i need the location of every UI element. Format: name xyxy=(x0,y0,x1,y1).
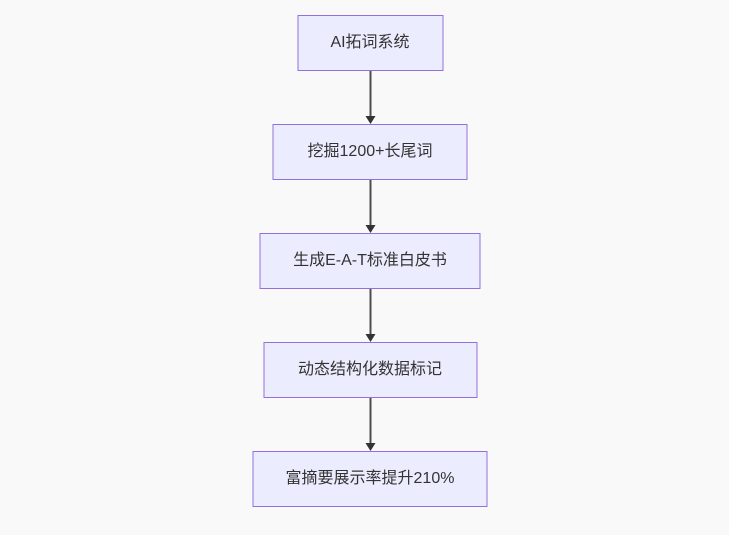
flow-node-rich-snippet-rate-increase: 富摘要展示率提升210% xyxy=(252,451,488,507)
node-label: 富摘要展示率提升210% xyxy=(285,470,455,487)
node-label: 生成E-A-T标准白皮书 xyxy=(293,252,447,269)
edge-line xyxy=(369,180,371,228)
flow-edge-3 xyxy=(363,289,377,342)
arrowhead-down-icon xyxy=(365,225,375,233)
flow-column: AI拓词系统 挖掘1200+长尾词 生成E-A-T标准白皮书 动态结构化数据标记 xyxy=(252,15,488,507)
edge-line xyxy=(369,398,371,446)
flow-edge-2 xyxy=(363,180,377,233)
node-label: AI拓词系统 xyxy=(330,34,410,51)
edge-line xyxy=(369,289,371,337)
flow-node-eat-whitepaper: 生成E-A-T标准白皮书 xyxy=(259,233,481,289)
flow-node-ai-word-expansion-system: AI拓词系统 xyxy=(297,15,443,71)
flow-node-longtail-keyword-mining: 挖掘1200+长尾词 xyxy=(272,124,468,180)
flow-node-dynamic-structured-data-markup: 动态结构化数据标记 xyxy=(263,342,477,398)
flow-edge-4 xyxy=(363,398,377,451)
node-label: 挖掘1200+长尾词 xyxy=(307,143,433,160)
arrowhead-down-icon xyxy=(365,443,375,451)
arrowhead-down-icon xyxy=(365,334,375,342)
edge-line xyxy=(369,71,371,119)
arrowhead-down-icon xyxy=(365,116,375,124)
node-label: 动态结构化数据标记 xyxy=(297,361,442,378)
flow-edge-1 xyxy=(363,71,377,124)
